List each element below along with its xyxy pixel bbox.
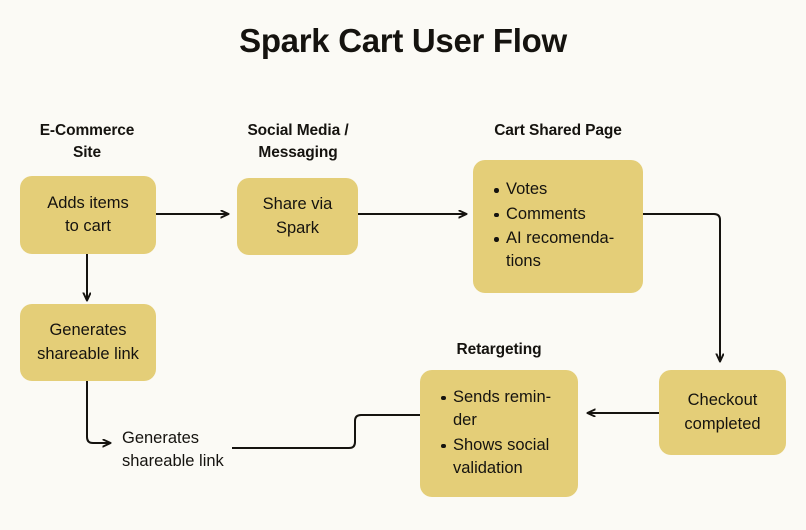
section-label-ecommerce-line2: Site: [72, 144, 102, 162]
section-label-ecommerce: E-Commerce Site: [20, 120, 154, 165]
edge-label-to-retargeting: [232, 414, 420, 449]
cart-shared-bullet-ai-line1: AI recomenda-: [506, 229, 615, 247]
section-label-social-line1: Social Media /: [247, 122, 349, 139]
node-generates-link-line2: shareable link: [37, 344, 139, 363]
section-label-cart-shared-page: Cart Shared Page: [473, 120, 643, 142]
page-title: Spark Cart User Flow: [239, 22, 567, 59]
node-checkout-completed[interactable]: Checkout completed: [659, 370, 786, 455]
section-label-social-line2: Messaging: [258, 144, 338, 162]
retargeting-bullet-social-line1: Shows social: [453, 435, 550, 454]
section-label-retargeting: Retargeting: [420, 339, 578, 361]
retargeting-bullet-list: Sends remin- der Shows social validation: [436, 386, 566, 482]
section-label-retargeting-text: Retargeting: [456, 341, 542, 358]
cart-shared-bullet-ai-line2: tions: [506, 252, 541, 271]
retargeting-bullet-shows-social-validation: Shows social validation: [441, 434, 566, 481]
label-generates-link-line2: shareable link: [122, 452, 224, 471]
node-share-via-spark-line1: Share via: [262, 195, 333, 214]
node-generates-link-line1: Generates: [49, 321, 127, 340]
node-checkout-line1: Checkout: [687, 391, 758, 410]
label-generates-shareable-link: Generates shareable link: [122, 427, 252, 474]
node-checkout-line2: completed: [684, 414, 761, 433]
cart-shared-bullet-votes: Votes: [494, 178, 631, 201]
node-cart-shared-page[interactable]: Votes Comments AI recomenda- tions: [473, 160, 643, 293]
cart-shared-bullet-comments: Comments: [494, 203, 631, 226]
node-generates-shareable-link[interactable]: Generates shareable link: [20, 304, 156, 381]
section-label-cart-shared-text: Cart Shared Page: [494, 122, 622, 139]
retargeting-bullet-reminder-line2: der: [453, 411, 477, 430]
retargeting-bullet-reminder-line1: Sends remin-: [453, 387, 552, 406]
section-label-social-media: Social Media / Messaging: [228, 120, 368, 165]
retargeting-bullet-sends-reminder: Sends remin- der: [441, 386, 566, 433]
edge-generates-to-label: [86, 381, 110, 443]
node-share-via-spark-line2: Spark: [275, 218, 320, 237]
retargeting-bullet-social-line2: validation: [453, 458, 523, 477]
cart-shared-bullet-ai-recommendations: AI recomenda- tions: [494, 227, 631, 274]
cart-shared-bullet-list: Votes Comments AI recomenda- tions: [489, 178, 631, 275]
node-adds-items-to-cart[interactable]: Adds items to cart: [20, 176, 156, 254]
edge-cart-shared-to-checkout: [643, 213, 720, 361]
section-label-ecommerce-line1: E-Commerce: [39, 122, 135, 139]
node-share-via-spark[interactable]: Share via Spark: [237, 178, 358, 255]
node-adds-items-line1: Adds items: [47, 193, 129, 212]
node-adds-items-line2: to cart: [65, 217, 111, 235]
label-generates-link-line1: Generates: [122, 429, 200, 447]
node-retargeting[interactable]: Sends remin- der Shows social validation: [420, 370, 578, 497]
